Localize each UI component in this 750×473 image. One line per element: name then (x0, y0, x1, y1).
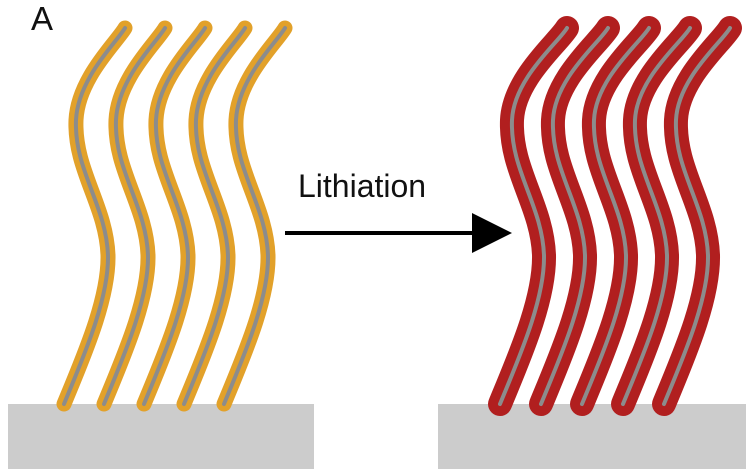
after-nanowire-coating-5 (652, 16, 742, 416)
right-substrate (438, 404, 746, 469)
before-nanowire-coating-4 (176, 20, 253, 412)
after-nanowire-core-3 (580, 26, 651, 406)
before-nanowire-core-5 (222, 26, 287, 406)
before-nanowire-core-2 (102, 26, 167, 406)
before-nanowire-core-1 (62, 26, 127, 406)
before-nanowire-core-3 (142, 26, 207, 406)
after-nanowire-core-1 (498, 26, 569, 406)
before-nanowire-core-4 (182, 26, 247, 406)
process-label: Lithiation (298, 168, 427, 204)
before-nanowire-coating-2 (96, 20, 173, 412)
before-nanowires (56, 20, 293, 412)
after-nanowire-core-4 (621, 26, 692, 406)
before-nanowire-coating-3 (136, 20, 213, 412)
before-nanowire-coating-5 (216, 20, 293, 412)
after-nanowire-core-5 (662, 26, 732, 406)
after-nanowires (488, 16, 742, 416)
before-nanowire-coating-1 (56, 20, 133, 412)
after-nanowire-core-2 (539, 26, 610, 406)
left-substrate (8, 404, 314, 469)
panel-label: A (31, 0, 54, 37)
